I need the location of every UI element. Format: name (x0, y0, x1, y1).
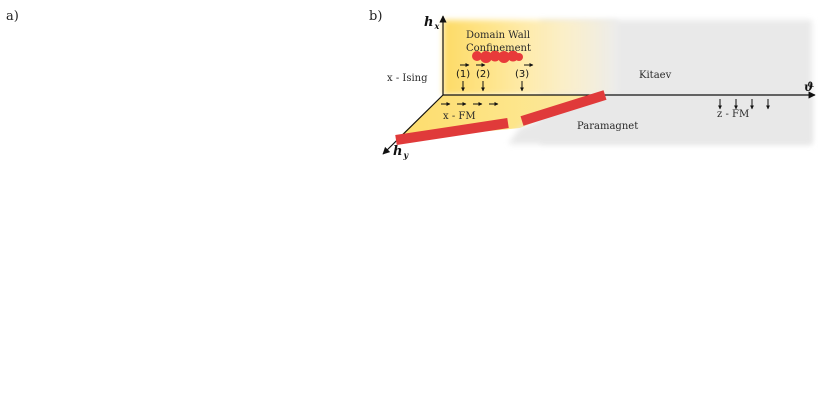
theta-label: ϑ (804, 80, 814, 94)
z-fm-label: z - FM (717, 109, 749, 120)
marker-1: (1) (456, 69, 470, 80)
domain-wall-label-line2: Confinement (466, 43, 531, 54)
marker-2: (2) (476, 69, 490, 80)
phase-boundary-left (395, 118, 509, 145)
x-fm-label: x - FM (443, 111, 476, 122)
marker-ticks (461, 81, 524, 92)
hy-label: hy (393, 144, 409, 160)
paramagnet-label: Paramagnet (577, 121, 638, 132)
z-fm-spins (718, 99, 770, 110)
phase-boundary-right (520, 90, 607, 126)
panel-label-a: a) (6, 9, 19, 24)
marker-3: (3) (515, 69, 529, 80)
hy-axis (382, 94, 444, 155)
domain-wall-label-line1: Domain Wall (466, 30, 530, 41)
domain-wall-blob (472, 50, 523, 63)
hx-label: hx (424, 15, 439, 31)
x-ising-label: x - Ising (387, 73, 428, 84)
kitaev-label: Kitaev (639, 70, 672, 81)
panel-label-b: b) (369, 9, 383, 24)
yellow-vertical-plane (443, 20, 618, 95)
